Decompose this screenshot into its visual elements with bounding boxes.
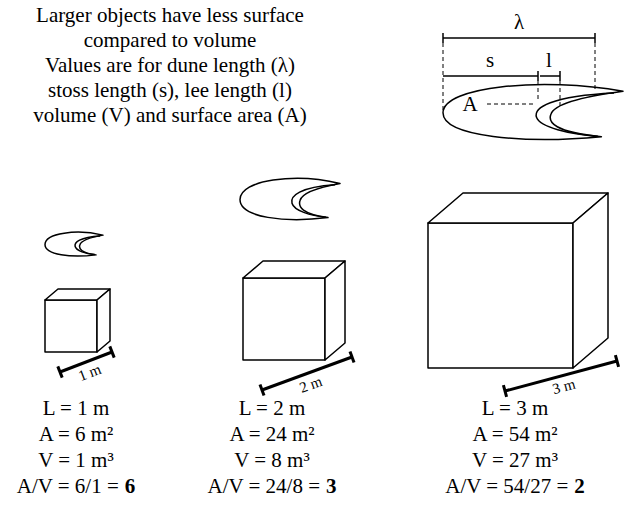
cube bbox=[428, 193, 608, 368]
heading-block: Larger objects have less surface compare… bbox=[29, 3, 311, 128]
volume-value: V = 8 m³ bbox=[234, 448, 310, 472]
ratio-result: 6 bbox=[125, 474, 136, 498]
area-value: A = 24 m² bbox=[229, 422, 314, 446]
volume-value: V = 27 m³ bbox=[472, 448, 558, 472]
area-value: A = 54 m² bbox=[472, 422, 557, 446]
title: Larger objects have less surface compare… bbox=[29, 3, 311, 53]
length-value: L = 1 m bbox=[43, 396, 109, 420]
cube bbox=[45, 289, 110, 352]
lee-length-label: l bbox=[546, 48, 552, 72]
length-value: L = 2 m bbox=[239, 396, 305, 420]
dune-length-label: λ bbox=[514, 10, 524, 34]
ratio-expression: A/V = 24/8 = bbox=[207, 474, 320, 498]
ratio-expression: A/V = 6/1 = bbox=[17, 474, 119, 498]
cube bbox=[243, 261, 345, 360]
area-value: A = 6 m² bbox=[39, 422, 114, 446]
dune-outline bbox=[45, 232, 103, 256]
ratio-result: 3 bbox=[326, 474, 337, 498]
dimension-bars bbox=[443, 33, 595, 81]
length-value: L = 3 m bbox=[482, 396, 548, 420]
area-label: A bbox=[462, 92, 477, 116]
dune-outline bbox=[443, 85, 623, 140]
caption: Values are for dune length (λ) stoss len… bbox=[29, 53, 311, 128]
volume-value: V = 1 m³ bbox=[38, 448, 114, 472]
ratio-expression: A/V = 54/27 = bbox=[445, 474, 568, 498]
scale-bars bbox=[58, 346, 619, 396]
stoss-length-label: s bbox=[486, 48, 494, 72]
ratio-result: 2 bbox=[574, 474, 585, 498]
dune-outline bbox=[240, 178, 340, 219]
